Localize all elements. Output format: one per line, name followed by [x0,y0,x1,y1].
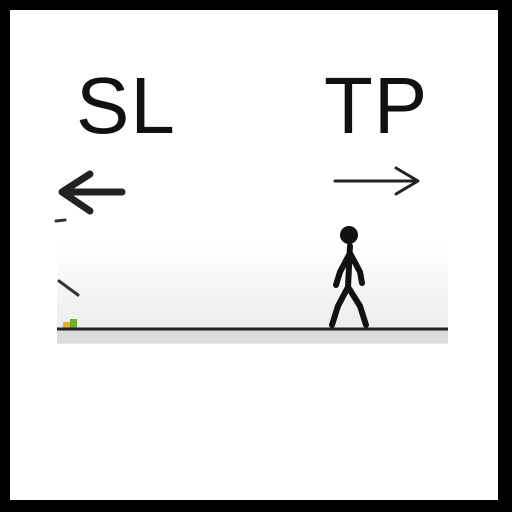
game-frame: SL TP [10,10,498,500]
pickup-item-yellow [63,322,71,328]
stick-figure-left-leg [329,284,351,328]
arrow-right-icon[interactable] [333,166,420,196]
stick-figure-right-leg [345,284,369,328]
stick-figure-left-arm [333,252,352,288]
ground-shadow [57,330,448,343]
stick-figure-right-arm [348,252,365,286]
stick-figure [329,226,369,328]
play-area [57,242,448,344]
debris-dash [54,218,67,223]
right-label: TP [324,61,429,150]
debris-stick [57,279,80,297]
arrow-left-icon[interactable] [58,170,126,215]
pickup-item-green [70,319,77,328]
stick-figure-head [340,226,358,244]
left-label: SL [76,61,176,150]
scene-graphics [54,166,448,331]
